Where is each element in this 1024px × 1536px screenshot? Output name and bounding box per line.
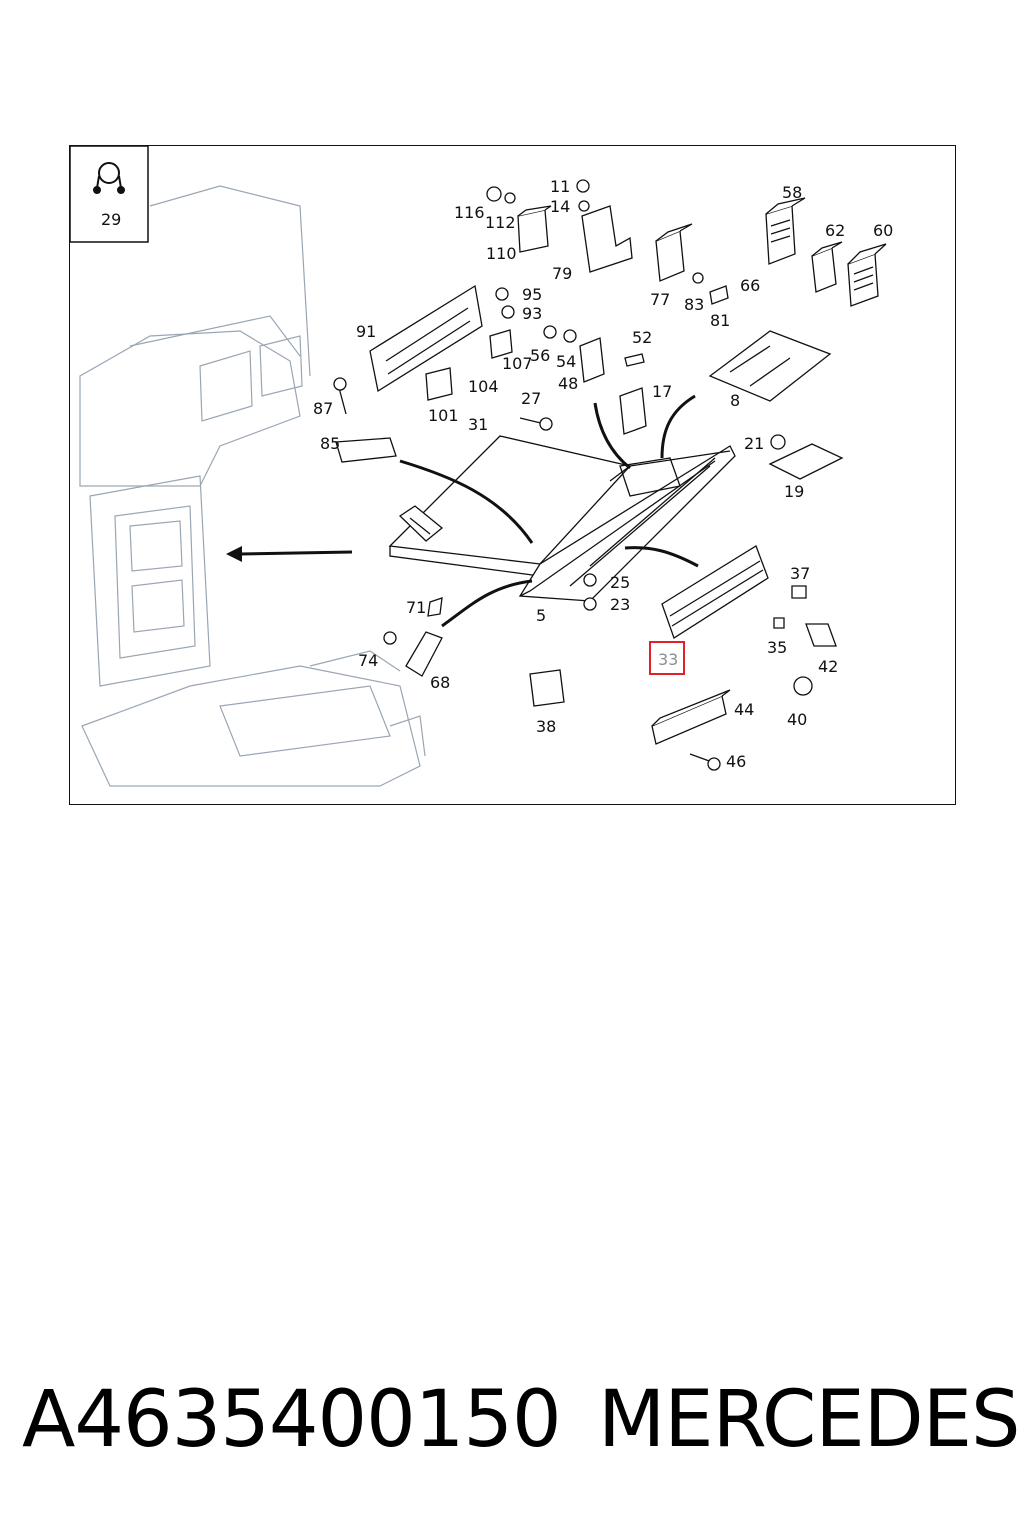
part-label-71: 71 bbox=[406, 598, 426, 617]
part-label-112: 112 bbox=[485, 213, 516, 232]
diagram-frame: 29 bbox=[69, 145, 956, 805]
inset-box: 29 bbox=[70, 146, 149, 243]
hardware-parts bbox=[333, 179, 813, 771]
clamp-icon bbox=[93, 162, 125, 194]
part-label-46: 46 bbox=[726, 752, 746, 771]
part-79 bbox=[581, 205, 633, 273]
part-label-110: 110 bbox=[486, 244, 517, 263]
part-label-56: 56 bbox=[530, 346, 550, 365]
part-68 bbox=[405, 631, 443, 677]
part-label-35: 35 bbox=[767, 638, 787, 657]
arrow-to-dashboard bbox=[226, 546, 353, 562]
part-44 bbox=[651, 689, 731, 745]
part-label-14: 14 bbox=[550, 197, 570, 216]
part-label-8: 8 bbox=[730, 391, 740, 410]
relay-17 bbox=[619, 387, 647, 435]
footer: A4635400150 MERCEDES bbox=[0, 1370, 1024, 1470]
part-label-23: 23 bbox=[610, 595, 630, 614]
clips bbox=[427, 585, 837, 647]
part-label-37: 37 bbox=[790, 564, 810, 583]
part-label-38: 38 bbox=[536, 717, 556, 736]
inset-label: 29 bbox=[101, 210, 121, 229]
relay-101 bbox=[425, 367, 453, 401]
highlight-box bbox=[649, 641, 685, 675]
part-label-101: 101 bbox=[428, 406, 459, 425]
part-label-27: 27 bbox=[521, 389, 541, 408]
part-label-19: 19 bbox=[784, 482, 804, 501]
relay-48 bbox=[579, 337, 605, 383]
part-label-104: 104 bbox=[468, 377, 499, 396]
relay-58 bbox=[765, 197, 806, 265]
part-label-58: 58 bbox=[782, 183, 802, 202]
part-label-95: 95 bbox=[522, 285, 542, 304]
part-label-11: 11 bbox=[550, 177, 570, 196]
part-label-91: 91 bbox=[356, 322, 376, 341]
part-label-31: 31 bbox=[468, 415, 488, 434]
part-label-107: 107 bbox=[502, 354, 533, 373]
part-label-93: 93 bbox=[522, 304, 542, 323]
relay-60 bbox=[847, 243, 887, 307]
part-label-66: 66 bbox=[740, 276, 760, 295]
dashboard-outline bbox=[79, 185, 426, 787]
part-label-42: 42 bbox=[818, 657, 838, 676]
part-label-highlighted[interactable]: 33 bbox=[658, 650, 678, 669]
relay-110 bbox=[517, 205, 552, 253]
part-label-52: 52 bbox=[632, 328, 652, 347]
part-label-85: 85 bbox=[320, 434, 340, 453]
bracket-left bbox=[398, 505, 444, 542]
part-label-74: 74 bbox=[358, 651, 378, 670]
part-label-81: 81 bbox=[710, 311, 730, 330]
part-label-40: 40 bbox=[787, 710, 807, 729]
parts-diagram: 29 bbox=[70, 146, 893, 787]
part-label-77: 77 bbox=[650, 290, 670, 309]
part-38 bbox=[529, 669, 565, 707]
pointer-arrows bbox=[399, 394, 699, 628]
part-number: A4635400150 bbox=[22, 1375, 562, 1465]
part-label-116: 116 bbox=[454, 203, 485, 222]
part-label-60: 60 bbox=[873, 221, 893, 240]
part-label-48: 48 bbox=[558, 374, 578, 393]
part-label-44: 44 bbox=[734, 700, 754, 719]
part-85 bbox=[335, 437, 397, 463]
part-label-68: 68 bbox=[430, 673, 450, 692]
part-label-54: 54 bbox=[556, 352, 576, 371]
part-label-87: 87 bbox=[313, 399, 333, 418]
relay-62 bbox=[811, 241, 843, 293]
brand-name: MERCEDES bbox=[598, 1375, 1020, 1465]
fuse-board-91 bbox=[369, 284, 483, 393]
part-label-5: 5 bbox=[536, 606, 546, 625]
fuse-box-33 bbox=[661, 545, 769, 639]
relay-77 bbox=[655, 223, 693, 282]
part-label-17: 17 bbox=[652, 382, 672, 401]
part-19 bbox=[768, 443, 844, 480]
part-label-83: 83 bbox=[684, 295, 704, 314]
part-label-25: 25 bbox=[610, 573, 630, 592]
part-label-62: 62 bbox=[825, 221, 845, 240]
base-tray bbox=[388, 435, 736, 602]
part-8 bbox=[708, 330, 832, 402]
part-label-21: 21 bbox=[744, 434, 764, 453]
part-label-79: 79 bbox=[552, 264, 572, 283]
relay-104 bbox=[489, 329, 513, 359]
